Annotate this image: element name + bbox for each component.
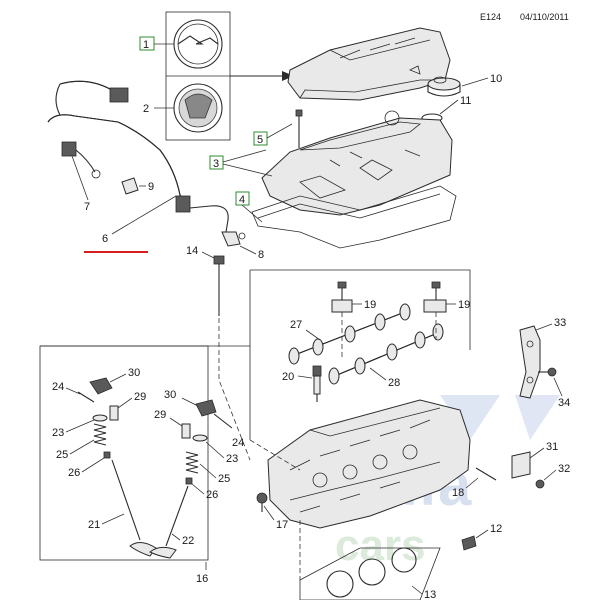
rocker-arm-right (195, 399, 233, 429)
engine-cover (287, 27, 451, 101)
opel-logo-icon (173, 19, 223, 69)
vauxhall-logo-icon (173, 83, 223, 133)
callout-12: 12 (490, 523, 502, 535)
callout-29-right: 29 (154, 409, 166, 421)
callout-13: 13 (424, 589, 436, 600)
plate-bolt (535, 479, 545, 489)
diagram-code: E124 (480, 12, 501, 22)
callout-28: 28 (388, 377, 400, 389)
callout-29-left: 29 (134, 391, 146, 403)
callout-24-left: 24 (52, 381, 64, 393)
head-gasket (299, 547, 441, 600)
callout-32: 32 (558, 463, 570, 475)
head-stud (475, 467, 497, 481)
callout-7: 7 (84, 201, 90, 213)
watermark-logo-shape-2 (515, 395, 560, 440)
head-plug-bolt (256, 492, 268, 512)
bracket-bolt (538, 367, 557, 377)
valve-cover (261, 110, 453, 216)
callout-21: 21 (88, 519, 100, 531)
callout-23-right: 23 (226, 453, 238, 465)
lash-adjuster-right (181, 423, 191, 439)
oil-filler-cap (427, 76, 461, 97)
callout-16: 16 (196, 573, 208, 585)
cam-cap-bolt-right (423, 281, 447, 313)
intake-camshaft (288, 303, 411, 365)
callout-30-right: 30 (164, 389, 176, 401)
callout-19-right: 19 (458, 299, 470, 311)
callout-31: 31 (546, 441, 558, 453)
callout-24-right: 24 (232, 437, 244, 449)
callout-23-left: 23 (52, 427, 64, 439)
wiring-harness (47, 80, 229, 233)
callout-11: 11 (460, 95, 471, 107)
callout-6: 6 (102, 233, 108, 245)
camshaft-sensor (221, 231, 246, 247)
callout-5: 5 (257, 134, 263, 146)
callout-box-1 (139, 36, 155, 51)
callout-26-left: 26 (68, 467, 80, 479)
callout-27: 27 (290, 319, 302, 331)
head-bolt (213, 255, 225, 316)
callout-3: 3 (213, 158, 219, 170)
lash-adjuster-left (109, 405, 119, 421)
watermark-logo-shape (440, 395, 500, 440)
valve-seal-right (185, 477, 193, 485)
callout-25-left: 25 (56, 449, 68, 461)
camshaft-section-border (250, 269, 471, 350)
lifting-bracket (519, 325, 541, 399)
cover-plate (511, 451, 531, 479)
callout-33: 33 (554, 317, 566, 329)
callout-20: 20 (282, 371, 294, 383)
callout-34: 34 (558, 397, 570, 409)
callout-9: 9 (148, 181, 154, 193)
callout-14: 14 (186, 245, 198, 257)
exhaust-camshaft (328, 323, 444, 385)
intake-valve (111, 459, 157, 557)
rocker-arm-left (77, 377, 113, 403)
valve-spring-right (185, 434, 208, 474)
callout-4: 4 (239, 194, 245, 206)
callout-22: 22 (182, 535, 194, 547)
callout-10: 10 (490, 73, 502, 85)
callout-30-left: 30 (128, 367, 140, 379)
cylinder-head (267, 399, 471, 529)
callout-8: 8 (258, 249, 264, 261)
cover-bolt (295, 109, 303, 148)
valve-cover-gasket (251, 185, 457, 249)
valve-seal-left (103, 451, 111, 459)
callout-25-right: 25 (218, 473, 230, 485)
callout-1: 1 (143, 39, 149, 51)
valve-section-box (39, 345, 209, 561)
callout-2: 2 (143, 103, 149, 115)
callout-box-5 (253, 131, 268, 146)
exhaust-valve (149, 485, 189, 559)
callout-19-left: 19 (364, 299, 376, 311)
valve-spring-left (92, 414, 108, 446)
spark-plug (312, 365, 322, 402)
diagram-date: 04/110/2011 (520, 12, 569, 22)
cam-cap-bolt-left (331, 281, 353, 313)
callout-17: 17 (276, 519, 288, 531)
callout-18: 18 (452, 487, 464, 499)
harness-clip (121, 177, 139, 195)
sealing-plug (461, 535, 477, 551)
callout-box-3 (209, 155, 224, 170)
callout-26-right: 26 (206, 489, 218, 501)
